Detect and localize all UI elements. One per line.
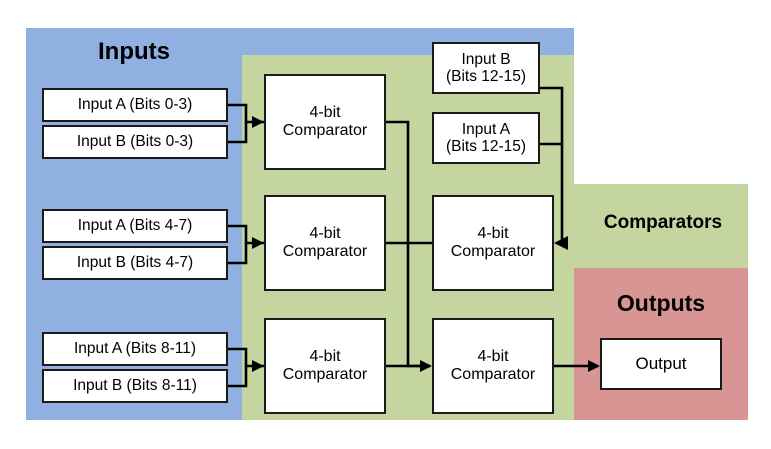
input-box-b-bits-12-15-label-line2: (Bits 12-15) (445, 68, 527, 85)
input-box-b-bits-0-3[interactable]: Input B (Bits 0-3) (42, 125, 228, 159)
comparator-box-1-label-line1: 4-bit (309, 104, 341, 122)
input-box-a-bits-12-15[interactable]: Input A (Bits 12-15) (432, 112, 540, 164)
input-box-a-bits-12-15-label-line1: Input A (461, 120, 511, 138)
input-box-a-bits-8-11[interactable]: Input A (Bits 8-11) (42, 332, 228, 366)
comparator-box-4-label-line2: Comparator (450, 243, 536, 260)
input-box-b-bits-4-7[interactable]: Input B (Bits 4-7) (42, 246, 228, 280)
comparator-box-5[interactable]: 4-bit Comparator (432, 318, 554, 414)
output-box[interactable]: Output (600, 338, 722, 390)
comparator-box-1[interactable]: 4-bit Comparator (264, 74, 386, 170)
input-box-a-bits-4-7-label: Input A (Bits 4-7) (77, 217, 193, 235)
input-box-a-bits-0-3-label: Input A (Bits 0-3) (77, 96, 193, 114)
input-box-b-bits-8-11[interactable]: Input B (Bits 8-11) (42, 369, 228, 403)
comparator-box-2-label-line2: Comparator (282, 243, 368, 260)
input-box-b-bits-12-15-label-line1: Input B (461, 50, 511, 68)
comparator-box-2[interactable]: 4-bit Comparator (264, 195, 386, 291)
comparator-box-3-label-line1: 4-bit (309, 348, 341, 366)
input-box-a-bits-0-3[interactable]: Input A (Bits 0-3) (42, 88, 228, 122)
comparator-box-2-label-line1: 4-bit (309, 225, 341, 243)
region-title-comparators: Comparators (603, 212, 723, 233)
comparator-box-4[interactable]: 4-bit Comparator (432, 195, 554, 291)
region-title-outputs: Outputs (616, 290, 706, 316)
comparator-box-4-label-line1: 4-bit (477, 225, 509, 243)
input-box-b-bits-4-7-label: Input B (Bits 4-7) (76, 254, 194, 272)
input-box-a-bits-4-7[interactable]: Input A (Bits 4-7) (42, 209, 228, 243)
input-box-a-bits-8-11-label: Input A (Bits 8-11) (73, 340, 197, 358)
region-comparators-background-right (574, 184, 748, 268)
comparator-box-1-label-line2: Comparator (282, 122, 368, 139)
input-box-b-bits-8-11-label: Input B (Bits 8-11) (73, 377, 197, 395)
input-box-a-bits-12-15-label-line2: (Bits 12-15) (445, 138, 527, 155)
comparator-box-5-label-line1: 4-bit (477, 348, 509, 366)
comparator-box-5-label-line2: Comparator (450, 366, 536, 383)
comparator-box-3[interactable]: 4-bit Comparator (264, 318, 386, 414)
input-box-b-bits-12-15[interactable]: Input B (Bits 12-15) (432, 42, 540, 94)
region-title-inputs: Inputs (98, 38, 170, 65)
output-box-label: Output (635, 354, 687, 374)
input-box-b-bits-0-3-label: Input B (Bits 0-3) (76, 133, 194, 151)
comparator-box-3-label-line2: Comparator (282, 366, 368, 383)
